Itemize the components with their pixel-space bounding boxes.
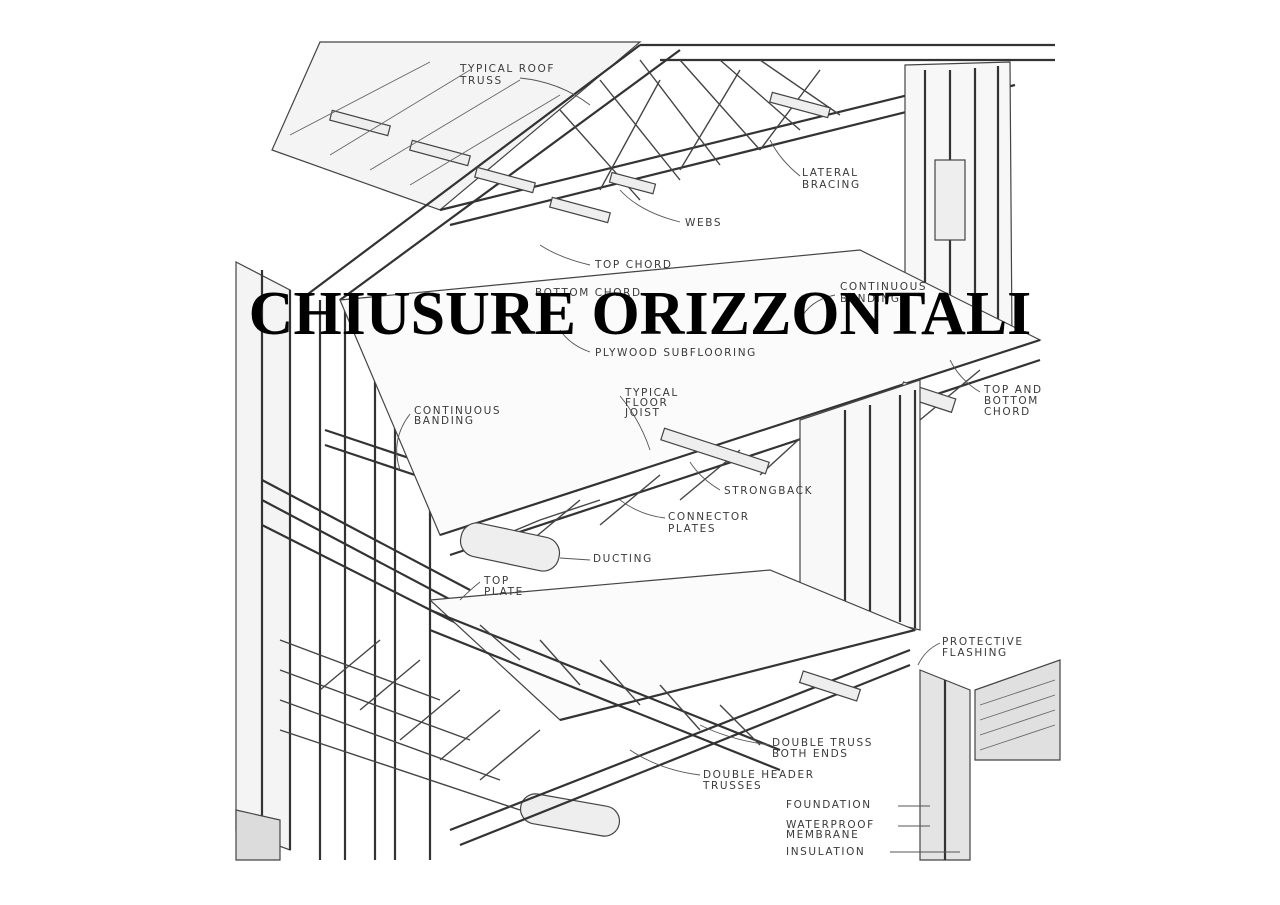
label-insulation: INSULATION (786, 846, 865, 858)
label-membrane: MEMBRANE (786, 829, 859, 841)
label-top: TOP (483, 575, 510, 587)
label-banding-upper: BANDING (840, 293, 901, 305)
label-joist: JOIST (624, 407, 661, 419)
label-bracing: BRACING (802, 179, 861, 191)
left-wall (235, 261, 471, 860)
label-typical-roof: TYPICAL ROOF (459, 63, 555, 75)
lateral-bracing (328, 91, 832, 224)
label-webs: WEBS (685, 217, 722, 229)
label-banding-lower: BANDING (414, 415, 475, 427)
label-typical: TYPICAL (624, 387, 679, 399)
label-floor: FLOOR (625, 397, 668, 409)
label-truss: TRUSS (459, 75, 503, 87)
label-waterproof: WATERPROOF (786, 819, 875, 831)
label-bottom: BOTTOM (984, 395, 1039, 407)
label-plywood-subflooring: PLYWOOD SUBFLOORING (595, 347, 757, 359)
label-continuous-lower: CONTINUOUS (414, 405, 501, 417)
label-chord: CHORD (984, 406, 1031, 418)
label-double-header: DOUBLE HEADER (703, 769, 815, 781)
lower-floor (279, 569, 917, 847)
leader-lines (396, 77, 981, 853)
label-top-chord: TOP CHORD (594, 259, 673, 271)
label-continuous-upper: CONTINUOUS (840, 281, 927, 293)
diagram-labels: TYPICAL ROOF TRUSS LATERAL BRACING WEBS … (414, 63, 1043, 858)
label-foundation: FOUNDATION (786, 799, 872, 811)
label-double-truss: DOUBLE TRUSS (772, 737, 873, 749)
label-bottom-chord: BOTTOM CHORD (535, 287, 642, 299)
label-plate: PLATE (484, 586, 524, 598)
label-connector: CONNECTOR (668, 511, 750, 523)
label-lateral: LATERAL (802, 167, 859, 179)
label-top-and: TOP AND (983, 384, 1043, 396)
middle-right-wall (799, 379, 921, 631)
label-strongback: STRONGBACK (724, 485, 813, 497)
label-trusses: TRUSSES (702, 780, 762, 792)
upper-floor (339, 249, 1042, 557)
label-both-ends: BOTH ENDS (772, 748, 849, 760)
slide-title: CHIUSURE ORIZZONTALI (248, 280, 1032, 348)
foundation-wall (235, 659, 1061, 861)
label-ducting: DUCTING (593, 553, 653, 565)
label-flashing: FLASHING (942, 647, 1008, 659)
label-protective: PROTECTIVE (942, 636, 1024, 648)
roof-structure (271, 41, 1055, 301)
label-plates: PLATES (668, 523, 716, 535)
